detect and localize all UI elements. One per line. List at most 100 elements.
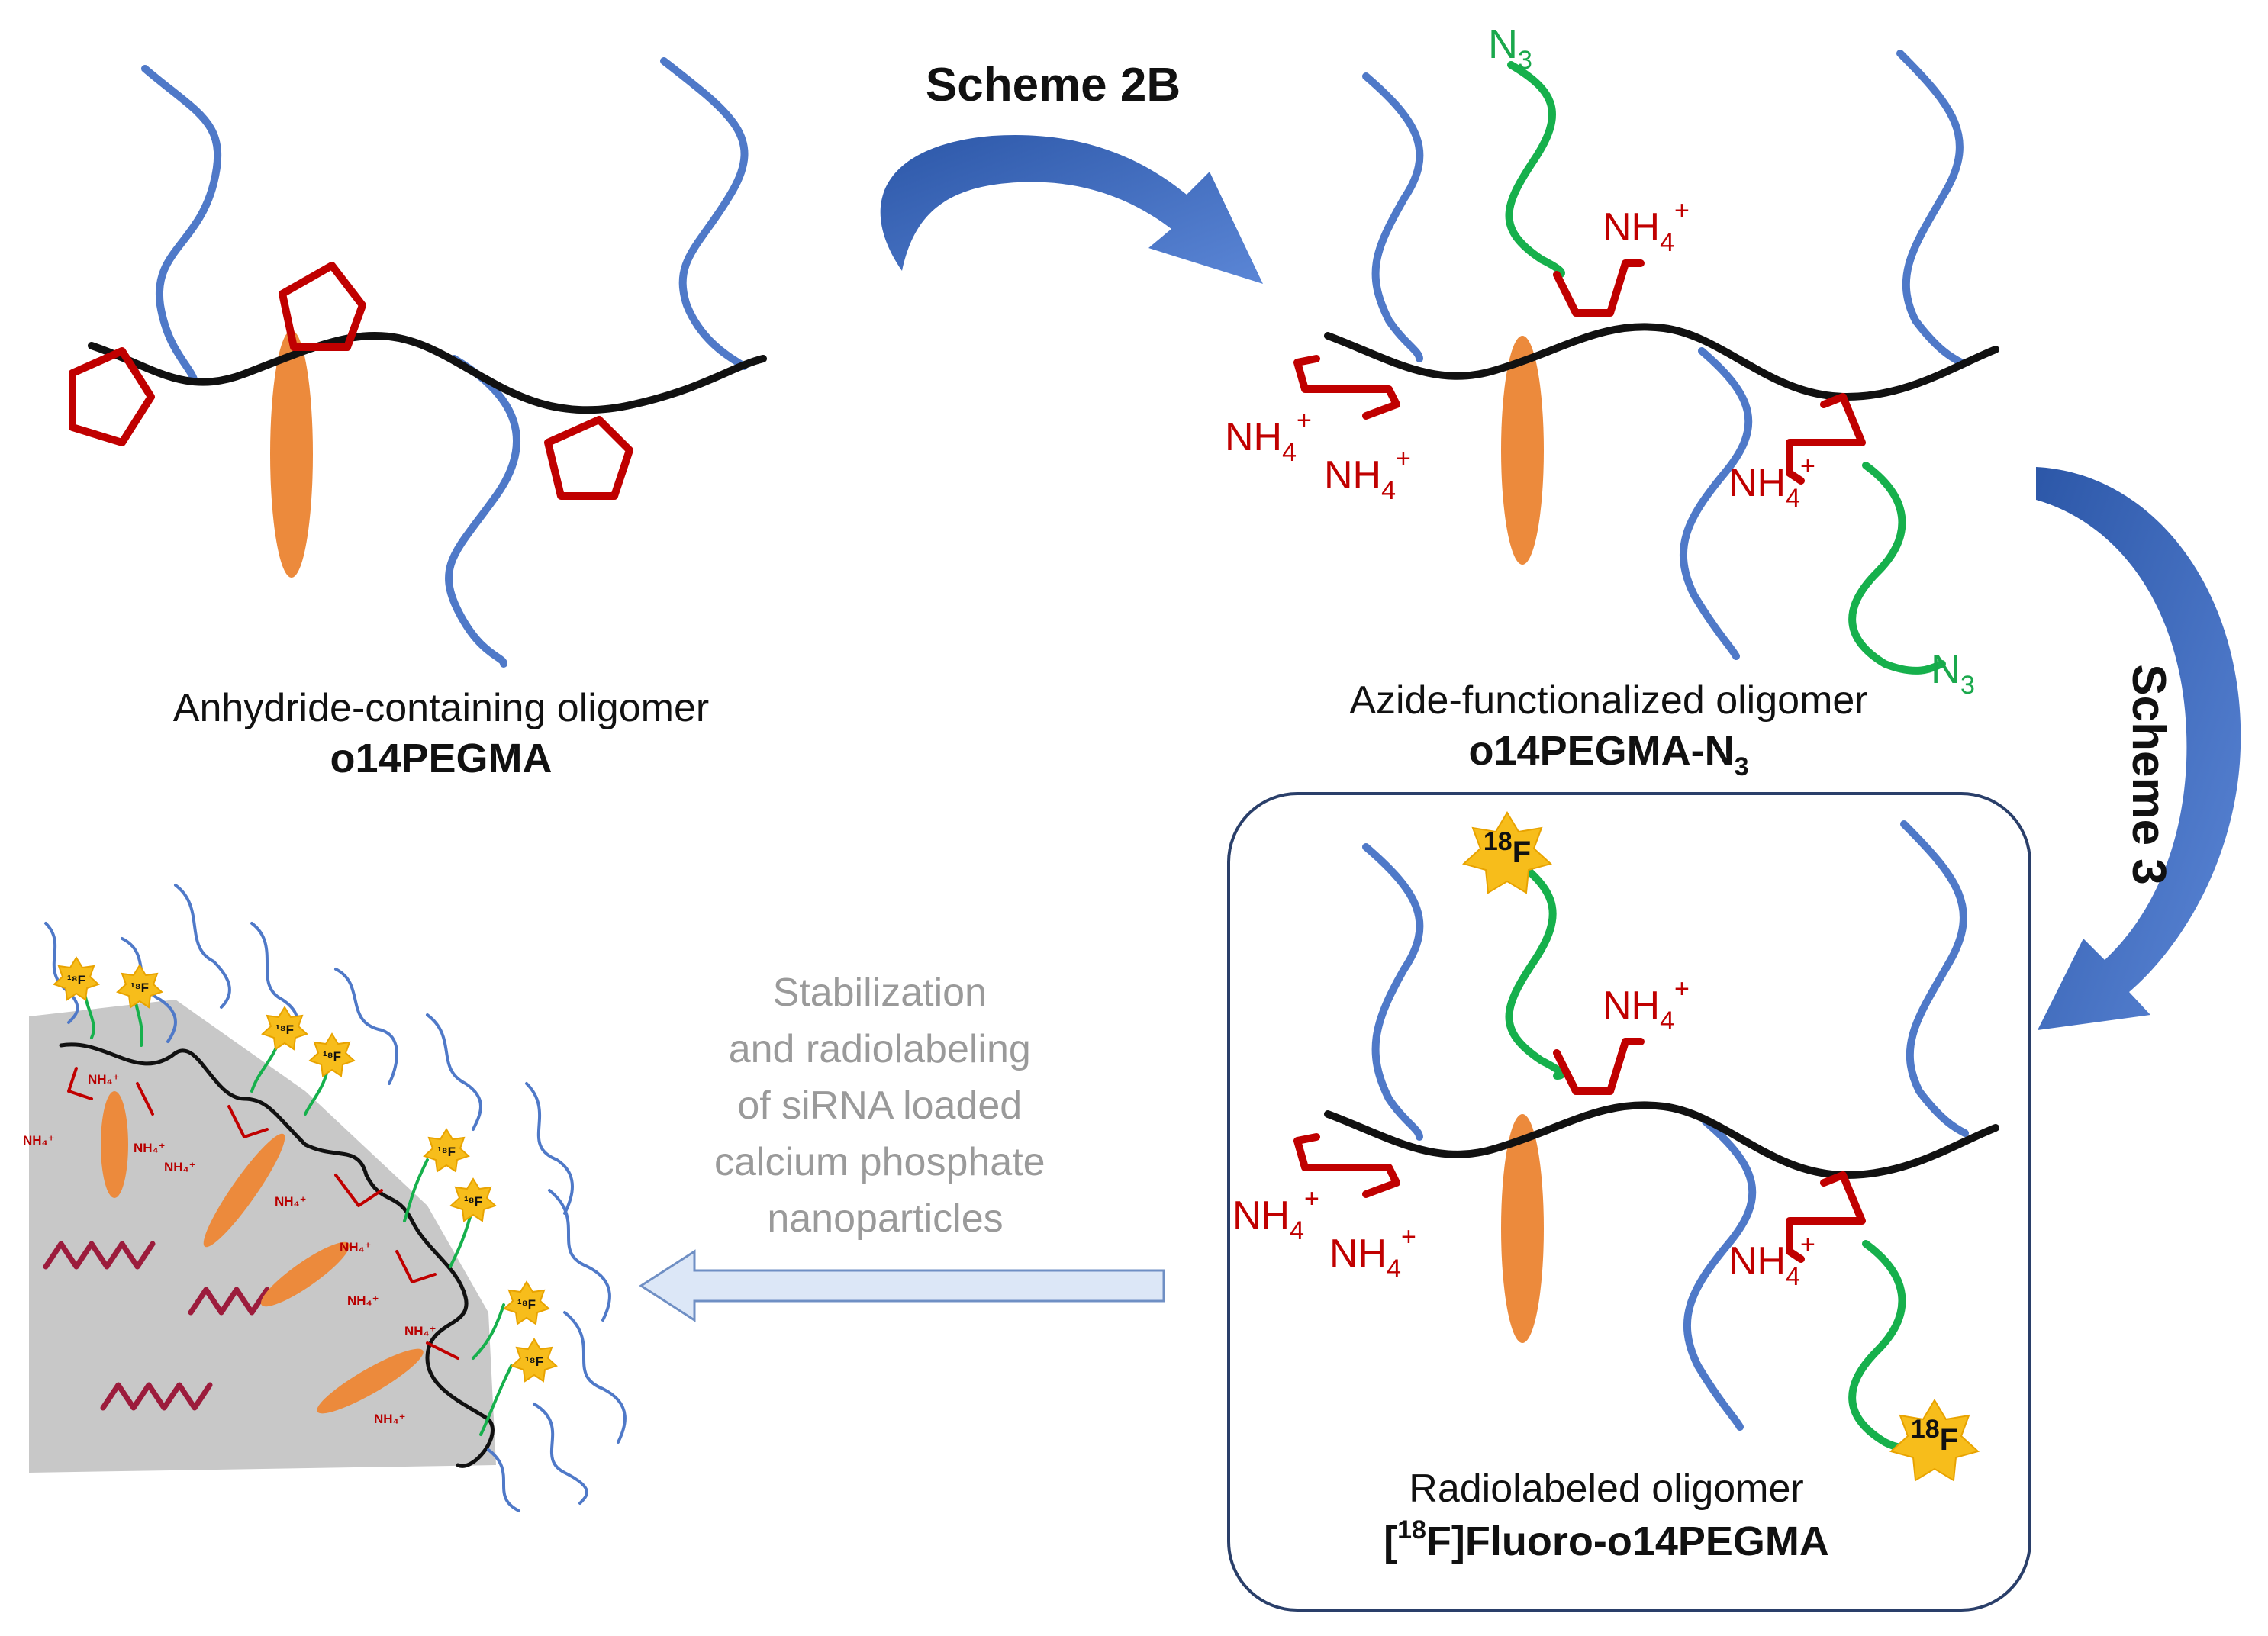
svg-text:¹⁸F: ¹⁸F <box>517 1297 536 1312</box>
svg-text:NH4+: NH4+ <box>1324 444 1411 505</box>
ammonium-label: NH4+ <box>1728 1230 1815 1291</box>
star-icon <box>511 1338 558 1383</box>
fluorine-18-tag: ¹⁸F <box>116 964 163 1009</box>
svg-text:¹⁸F: ¹⁸F <box>130 981 149 995</box>
ammonium-label: NH4+ <box>1603 974 1690 1035</box>
svg-text:NH4+: NH4+ <box>1225 406 1312 467</box>
svg-text:NH4+: NH4+ <box>1329 1222 1416 1283</box>
svg-text:N3: N3 <box>1931 646 1975 700</box>
hydrophobic-unit <box>317 1348 424 1414</box>
star-icon <box>449 1177 497 1222</box>
svg-text:¹⁸F: ¹⁸F <box>323 1049 341 1064</box>
ammonium-group <box>1293 355 1400 420</box>
scheme-3-label: Scheme 3 <box>2122 664 2175 885</box>
fluorine-18-tag: ¹⁸F <box>423 1128 470 1173</box>
ammonium-label: NH₄⁺ <box>374 1412 406 1426</box>
fluorine-18-tag: 18F <box>1889 1399 1980 1482</box>
svg-text:¹⁸F: ¹⁸F <box>464 1194 482 1209</box>
oligomer-2-caption: Azide-functionalized oligomer <box>1349 678 1867 723</box>
star-icon <box>423 1128 470 1173</box>
oligomer-2: N3 N3 NH4+ NH4+ NH4+ NH4+ Azide-function… <box>1225 21 1999 781</box>
scheme-3-arrow <box>2036 467 2241 1030</box>
stabilization-text: Stabilization and radiolabeling of siRNA… <box>714 971 1056 1241</box>
oligomer-2-name: o14PEGMA-N3 <box>1469 728 1749 781</box>
peg-chain <box>426 1013 482 1131</box>
fluorine-18-tag: ¹⁸F <box>503 1280 550 1325</box>
scheme-2b-step: Scheme 2B <box>880 59 1263 284</box>
svg-text:NH4+: NH4+ <box>1728 452 1815 513</box>
peg-chain <box>660 57 749 370</box>
ammonium-label: NH₄⁺ <box>164 1160 196 1174</box>
anhydride-ring <box>544 416 633 500</box>
svg-text:NH4+: NH4+ <box>1603 974 1690 1035</box>
azide-label: N3 <box>1488 21 1532 75</box>
peg-chain <box>174 884 231 1009</box>
ammonium-label: NH₄⁺ <box>88 1072 120 1087</box>
hydrophobic-unit <box>101 1091 128 1198</box>
peg-chain <box>334 968 398 1085</box>
fluoro-linker <box>472 1303 505 1360</box>
peg-chain <box>1900 820 1969 1137</box>
svg-text:N3: N3 <box>1488 21 1532 75</box>
azide-label: N3 <box>1931 646 1975 700</box>
azide-linker <box>1505 61 1565 279</box>
peg-chain <box>1896 50 1965 366</box>
highlight-box <box>1227 792 2031 1612</box>
ammonium-label: NH₄⁺ <box>347 1293 379 1308</box>
polymer-backbone <box>88 331 767 414</box>
oligomer-1-name: o14PEGMA <box>330 736 552 781</box>
star-icon <box>308 1032 356 1077</box>
oligomer-3: 18F 18F NH4+ NH4+ NH4+ NH4+ Radiolabeled… <box>1227 792 2031 1612</box>
star-icon <box>116 964 163 1009</box>
oligomer-3-caption: Radiolabeled oligomer <box>1409 1467 1803 1511</box>
anhydride-ring <box>69 347 155 446</box>
ammonium-label: NH₄⁺ <box>404 1324 437 1338</box>
ammonium-label: NH4+ <box>1324 444 1411 505</box>
peg-chain <box>1362 843 1424 1141</box>
peg-chain <box>533 1403 588 1505</box>
fluorine-18-tag: 18F <box>1461 811 1553 894</box>
nanoparticle: NH₄⁺ NH₄⁺ NH₄⁺ NH₄⁺ NH₄⁺ NH₄⁺ NH₄⁺ NH₄⁺ … <box>23 884 627 1512</box>
peg-chain <box>1680 347 1753 660</box>
svg-text:NH4+: NH4+ <box>1232 1184 1319 1245</box>
fluoro-linker <box>1848 1240 1912 1451</box>
ammonium-label: NH4+ <box>1603 196 1690 257</box>
hydrophobic-unit <box>1501 336 1544 565</box>
oligomer-1-caption: Anhydride-containing oligomer <box>173 686 709 730</box>
stabilization-step: Stabilization and radiolabeling of siRNA… <box>639 971 1165 1322</box>
ammonium-label: NH4+ <box>1232 1184 1319 1245</box>
ammonium-label: NH₄⁺ <box>275 1194 307 1209</box>
fluoro-linker <box>1505 858 1565 1080</box>
fluorine-18-tag: ¹⁸F <box>261 1006 308 1051</box>
ammonium-label: NH4+ <box>1728 452 1815 513</box>
scheme-2b-arrow <box>880 134 1263 284</box>
svg-text:18F: 18F <box>1484 827 1531 869</box>
scheme-3-step: Scheme 3 <box>2036 467 2241 1030</box>
hydrophobic-unit <box>260 1241 350 1307</box>
ammonium-group <box>1553 259 1645 317</box>
star-icon <box>53 956 100 1001</box>
peg-chain <box>1683 1118 1757 1431</box>
sirna <box>100 1382 213 1411</box>
ammonium-label: NH4+ <box>1225 406 1312 467</box>
ammonium-label: NH₄⁺ <box>340 1240 372 1254</box>
calcium-phosphate-core <box>29 1000 496 1473</box>
ammonium-group <box>1553 1038 1645 1095</box>
ammonium-group <box>1786 1171 1866 1263</box>
svg-text:18F: 18F <box>1911 1415 1958 1457</box>
star-icon <box>503 1280 550 1325</box>
polymer-backbone <box>1324 323 1999 401</box>
sirna <box>188 1287 270 1316</box>
fluorine-18-tag: ¹⁸F <box>449 1177 497 1222</box>
svg-text:¹⁸F: ¹⁸F <box>525 1354 543 1369</box>
hydrophobic-unit <box>1501 1114 1544 1343</box>
svg-text:¹⁸F: ¹⁸F <box>437 1145 456 1159</box>
peg-chain <box>487 1448 520 1512</box>
svg-text:¹⁸F: ¹⁸F <box>275 1022 294 1037</box>
hydrophobic-unit <box>270 330 313 578</box>
sirna <box>43 1241 156 1270</box>
fluoro-linker <box>479 1364 513 1436</box>
ammonium-label: NH4+ <box>1329 1222 1416 1283</box>
svg-text:NH4+: NH4+ <box>1603 196 1690 257</box>
